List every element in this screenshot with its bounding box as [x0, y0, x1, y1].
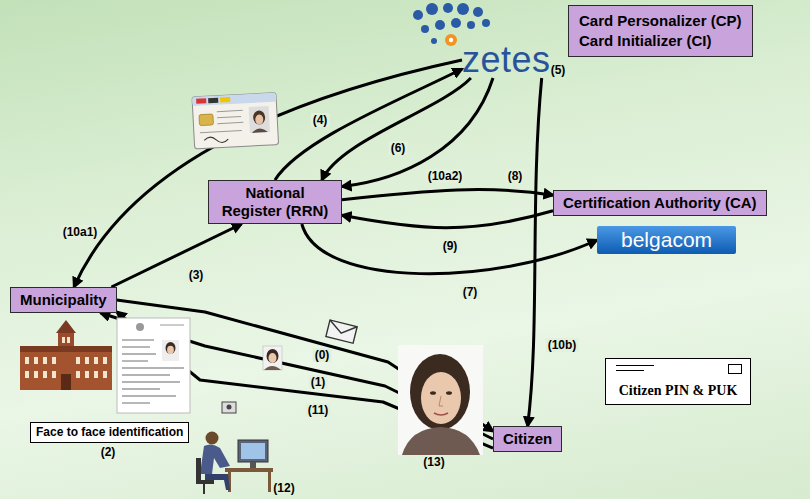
citizen-photo: [398, 345, 483, 455]
company-logo: belgacom: [597, 226, 736, 254]
role-box: Municipality: [10, 287, 117, 313]
step-number: (4): [311, 113, 330, 127]
box-label: Card Personalizer (CP): [579, 11, 742, 31]
flow-arrow: [111, 224, 241, 287]
callout-number: (12): [273, 481, 294, 495]
flow-arrow: [342, 78, 493, 187]
flow-arrow: [101, 313, 493, 439]
box-label: belgacom: [621, 227, 712, 253]
operator-at-computer: [196, 402, 273, 494]
zetes-dots: [413, 3, 490, 46]
photo-icon: [263, 346, 282, 370]
flow-arrow: [342, 211, 553, 228]
step-number: (0): [313, 348, 332, 362]
role-box: Certification Authority (CA): [553, 190, 767, 216]
role-box: Card Personalizer (CP)Card Initializer (…: [568, 5, 753, 57]
flow-arrow: [302, 224, 597, 274]
callout-number: (2): [101, 445, 116, 459]
step-number: (6): [389, 141, 408, 155]
step-number: (11): [306, 403, 331, 417]
letter-icon: [326, 320, 357, 343]
id-card: [192, 93, 279, 149]
step-number: (3): [187, 268, 206, 282]
address-line: [616, 370, 644, 371]
step-number: (10a1): [61, 225, 100, 239]
address-line: [616, 365, 654, 366]
box-label: zetes: [462, 42, 551, 78]
role-box: Citizen: [493, 426, 562, 452]
flow-arrow: [117, 300, 493, 431]
callout-number: (5): [551, 63, 566, 77]
box-label: Citizen PIN & PUK: [612, 383, 744, 399]
callout-number: (13): [423, 455, 444, 469]
box-label: Citizen: [503, 430, 552, 448]
flow-arrow: [342, 190, 553, 200]
flow-arrow: [275, 69, 462, 180]
step-number: (1): [309, 375, 328, 389]
step-box: Face to face identification: [30, 422, 189, 443]
box-label: National Register (RRN): [218, 184, 332, 220]
step-number: (7): [461, 285, 480, 299]
box-label: Municipality: [20, 291, 107, 309]
flow-arrow: [74, 60, 462, 287]
id-document: [117, 318, 190, 413]
flow-arrow: [322, 78, 471, 180]
town-hall: [20, 320, 112, 390]
stamp-symbol: [728, 364, 742, 374]
company-logo: zetes: [462, 42, 551, 78]
step-number: (8): [506, 169, 525, 183]
step-number: (9): [441, 239, 460, 253]
step-number: (10b): [546, 338, 579, 352]
envelope-box: Citizen PIN & PUK: [605, 358, 751, 405]
step-number: (10a2): [426, 169, 465, 183]
box-label: Card Initializer (CI): [579, 31, 742, 51]
role-box: National Register (RRN): [208, 180, 342, 224]
box-label: Certification Authority (CA): [563, 194, 757, 212]
box-label: Face to face identification: [36, 425, 183, 440]
flow-arrow: [528, 78, 542, 426]
